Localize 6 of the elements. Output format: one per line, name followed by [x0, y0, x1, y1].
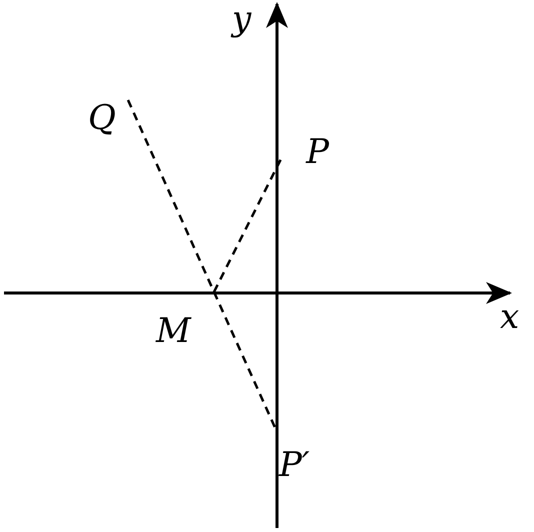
point-label: P [306, 135, 329, 169]
axis-label: y [232, 2, 252, 36]
point-label: Q [88, 101, 116, 135]
point-label: M [156, 314, 191, 348]
point-label: P′ [279, 448, 310, 482]
axis-label: x [500, 300, 520, 334]
